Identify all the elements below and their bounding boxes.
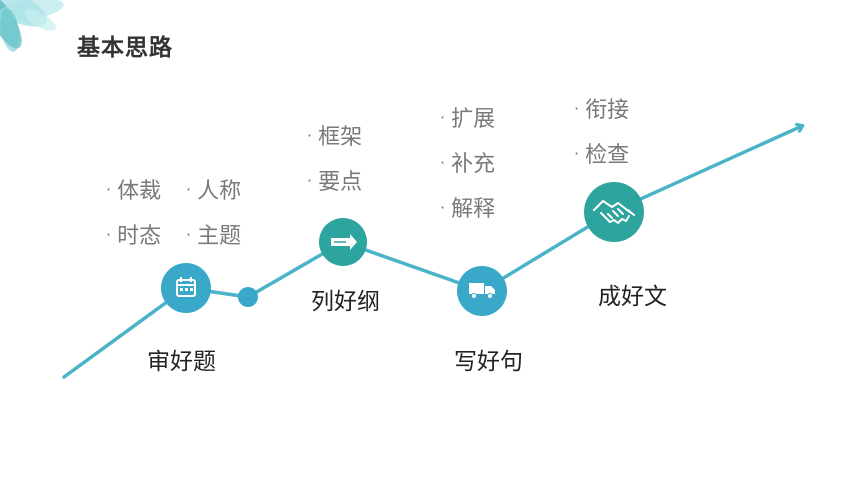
stage1-item-4-text: 主题 xyxy=(197,224,242,249)
stage1-item-4: ·主题 xyxy=(186,224,242,249)
stage1-item-2: ·人称 xyxy=(186,179,242,204)
stage3-item-1: ·扩展 xyxy=(440,107,496,132)
stage2-item-1-text: 框架 xyxy=(318,125,363,150)
trend-line xyxy=(62,126,802,379)
stage3-label: 写好句 xyxy=(454,349,523,375)
arrow-right-icon xyxy=(331,234,357,250)
calendar-icon xyxy=(176,277,196,297)
truck-icon xyxy=(469,283,495,299)
stage4-item-1: ·衔接 xyxy=(574,98,630,123)
stage2-item-1: ·框架 xyxy=(307,125,363,150)
stage3-item-1-text: 扩展 xyxy=(451,107,496,132)
stage3-item-2-text: 补充 xyxy=(451,152,496,177)
stage1-item-3-text: 时态 xyxy=(117,224,162,249)
stage-node-3 xyxy=(457,266,507,316)
stage-node-4 xyxy=(584,182,644,242)
stage1-label: 审好题 xyxy=(147,349,216,375)
flower-decoration xyxy=(0,0,64,52)
stage4-item-2-text: 检查 xyxy=(585,143,630,168)
stage3-item-2: ·补充 xyxy=(440,152,496,177)
stage3-item-3-text: 解释 xyxy=(451,197,496,222)
waypoint-dot xyxy=(238,287,258,307)
stage2-item-2: ·要点 xyxy=(307,170,363,195)
stage4-label: 成好文 xyxy=(598,284,667,310)
stage-node-2 xyxy=(319,218,367,266)
stage4-item-1-text: 衔接 xyxy=(585,98,630,123)
stage1-item-3: ·时态 xyxy=(106,224,162,249)
stage1-item-2-text: 人称 xyxy=(197,179,242,204)
stage1-item-1: ·体裁 xyxy=(106,179,162,204)
page-title: 基本思路 xyxy=(77,35,173,61)
stage2-label: 列好纲 xyxy=(311,289,380,315)
stage1-item-1-text: 体裁 xyxy=(117,179,162,204)
stage2-item-2-text: 要点 xyxy=(318,170,363,195)
handshake-icon xyxy=(593,200,635,224)
stage3-item-3: ·解释 xyxy=(440,197,496,222)
stage-node-1 xyxy=(161,263,211,313)
stage4-item-2: ·检查 xyxy=(574,143,630,168)
